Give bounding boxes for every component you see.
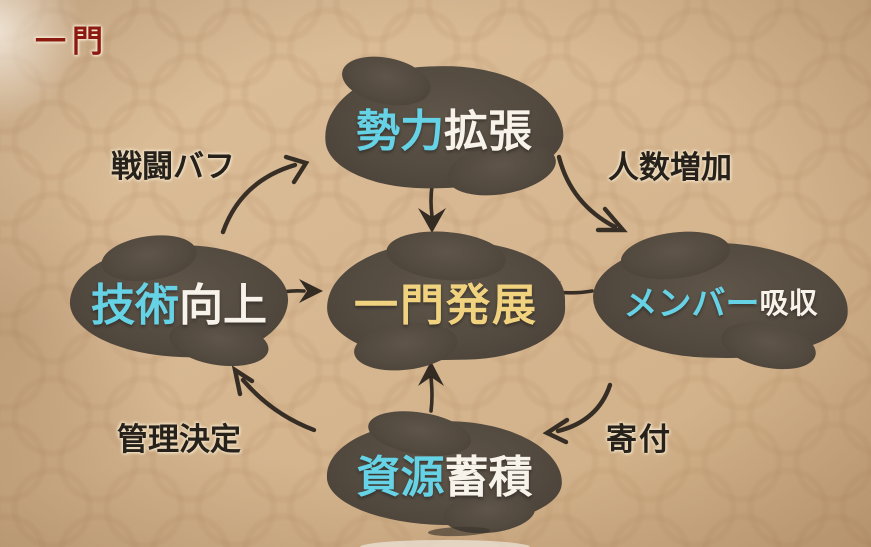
node-power-expansion-label-sub: 拡張 <box>444 107 532 156</box>
edge-label-management: 管理決定 <box>117 422 241 457</box>
arrow-power-to-member-icon <box>556 154 618 230</box>
edge-label-battle-buff: 戦闘バフ <box>111 149 235 184</box>
edge-label-donation: 寄付 <box>606 422 672 457</box>
node-tech-improvement-label-main: 技術 <box>91 281 179 330</box>
node-clan-development-label: 一門発展 <box>354 281 538 330</box>
node-tech-improvement: 技術向上 <box>68 242 290 360</box>
arrow-left-to-center-head-icon <box>299 279 323 303</box>
node-resource-accumulation: 資源蓄積 <box>326 418 563 528</box>
bottom-light-smudge <box>360 540 530 547</box>
node-member-absorption: メンバー吸収 <box>591 238 850 363</box>
node-member-absorption-label-main: メンバー <box>623 286 760 323</box>
node-power-expansion-label-main: 勢力 <box>356 107 444 156</box>
edge-label-member-increase: 人数増加 <box>608 150 732 185</box>
node-power-expansion: 勢力拡張 <box>322 61 566 193</box>
arrow-top-to-center-head-icon <box>418 208 446 233</box>
arrow-tech-to-power-head-icon <box>283 154 310 185</box>
arrow-member-to-resource-icon <box>555 382 613 434</box>
arrow-power-to-member-head-icon <box>595 206 628 233</box>
node-tech-improvement-label-sub: 向上 <box>179 281 267 330</box>
page-title: 一門 <box>35 24 109 59</box>
node-clan-development: 一門発展 <box>325 239 567 363</box>
arrow-bottom-to-center-icon <box>429 376 434 413</box>
node-resource-accumulation-label-sub: 蓄積 <box>444 453 533 502</box>
arrow-resource-to-tech-icon <box>240 377 317 433</box>
arrow-resource-to-tech-head-icon <box>231 365 255 397</box>
arrow-top-to-center-icon <box>429 184 434 218</box>
node-member-absorption-label-sub: 吸収 <box>759 287 818 320</box>
node-resource-accumulation-label-main: 資源 <box>356 453 445 502</box>
bottom-ink-smudge <box>427 525 491 538</box>
